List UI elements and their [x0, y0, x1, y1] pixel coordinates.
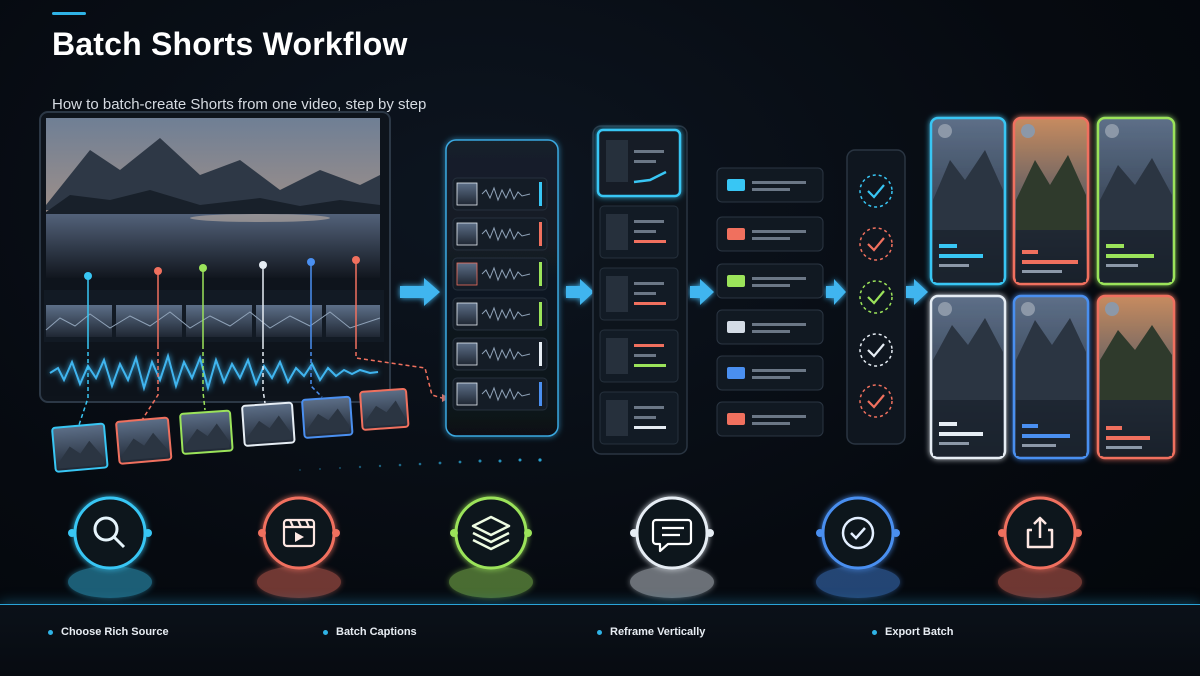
- tag-row: [716, 309, 824, 345]
- audio-clip-row: [452, 177, 548, 211]
- stage-node-check: [821, 496, 895, 570]
- extracted-clips: [51, 387, 410, 473]
- source-video-monitor: [39, 111, 391, 403]
- short-card: [1096, 294, 1176, 460]
- audio-waveform: [44, 350, 384, 396]
- caption-card-selected: [596, 128, 682, 198]
- check-icon: [859, 227, 893, 261]
- magnifier-icon: [93, 516, 126, 549]
- tag-row: [716, 263, 824, 299]
- filmstrip-frames: [45, 305, 381, 337]
- vertical-shorts-grid: [929, 116, 1176, 460]
- step-dot: [597, 629, 602, 635]
- short-card: [1012, 116, 1090, 286]
- tag-row: [716, 167, 824, 203]
- check-icon: [859, 384, 893, 418]
- chat-bubble-icon: [651, 518, 693, 553]
- audio-clip-panel: [445, 139, 559, 437]
- step-labels-band: [0, 604, 1200, 676]
- audio-clip-row: [452, 257, 548, 291]
- step-dot: [48, 629, 53, 635]
- stage-node-search: [73, 496, 147, 570]
- tag-row: [716, 216, 824, 252]
- step-label-choose-source: Choose Rich Source: [48, 626, 169, 638]
- stage-node-caption: [635, 496, 709, 570]
- audio-clip-row: [452, 377, 548, 411]
- layers-icon: [471, 515, 511, 551]
- step-label-batch-captions: Batch Captions: [323, 626, 417, 638]
- step-label-text: Choose Rich Source: [61, 626, 169, 638]
- step-label-export: Export Batch: [872, 626, 953, 638]
- flow-arrows: [400, 278, 928, 306]
- page-title: Batch Shorts Workflow: [52, 26, 408, 62]
- caption-card-panel: [592, 125, 688, 455]
- tag-list-panel: [716, 167, 824, 437]
- audio-clip-row: [452, 337, 548, 371]
- audio-clip-row: [452, 217, 548, 251]
- check-circle-icon: [841, 516, 875, 550]
- step-label-reframe: Reframe Vertically: [597, 626, 705, 638]
- step-dot: [323, 629, 328, 635]
- short-card: [929, 116, 1007, 286]
- step-label-text: Batch Captions: [336, 626, 417, 638]
- check-icon: [859, 280, 893, 314]
- check-icon: [859, 174, 893, 208]
- stage-node-export: [1003, 496, 1077, 570]
- caption-card: [599, 391, 679, 445]
- stage-node-layers: [454, 496, 528, 570]
- approval-panel: [846, 149, 906, 445]
- short-card: [1096, 116, 1176, 286]
- caption-card: [599, 267, 679, 321]
- caption-card: [599, 329, 679, 383]
- node-floor-glows: [68, 566, 1082, 598]
- caption-card: [599, 205, 679, 259]
- step-label-text: Reframe Vertically: [610, 626, 706, 638]
- title-accent-bar: [52, 12, 86, 15]
- short-card: [929, 294, 1007, 460]
- audio-clip-row: [452, 297, 548, 331]
- stage-node-film: [262, 496, 336, 570]
- step-label-text: Export Batch: [885, 626, 954, 638]
- step-dot: [872, 629, 877, 635]
- clip-markers: [77, 256, 450, 429]
- rail-dots: [68, 529, 1082, 537]
- tag-row: [716, 355, 824, 391]
- tag-row: [716, 401, 824, 437]
- film-clapper-icon: [282, 518, 316, 548]
- short-card: [1012, 294, 1090, 460]
- page-subtitle: How to batch-create Shorts from one vide…: [52, 96, 427, 113]
- share-export-icon: [1026, 516, 1054, 549]
- check-icon: [859, 333, 893, 367]
- dotted-trail: [299, 458, 542, 471]
